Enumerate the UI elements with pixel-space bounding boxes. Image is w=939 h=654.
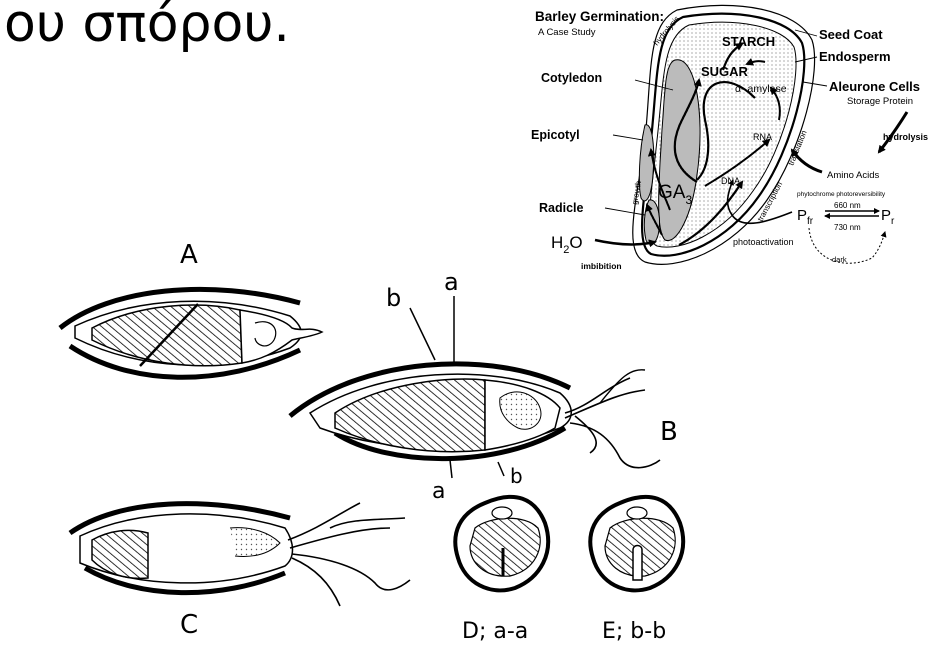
seed-b: [290, 364, 660, 468]
dna-label: DNA: [721, 176, 740, 186]
cross-section-e: [590, 497, 683, 591]
endosperm-label: Endosperm: [819, 49, 891, 64]
pfr-label: Pfr: [797, 207, 814, 227]
label-a-top: a: [444, 268, 459, 296]
sugar-label: SUGAR: [701, 64, 749, 79]
epicotyl-label: Epicotyl: [531, 128, 580, 142]
barley-subtitle: A Case Study: [538, 27, 596, 38]
storage-protein-label: Storage Protein: [847, 96, 913, 107]
seed-a: [60, 289, 322, 377]
radicle-label: Radicle: [539, 201, 584, 215]
alpha-amylase-label: α- amylase: [735, 83, 787, 95]
660nm-label: 660 nm: [834, 201, 861, 210]
slide-title: ου σπόρου.: [4, 0, 290, 54]
cross-section-d: [455, 497, 548, 591]
label-a: A: [180, 240, 198, 270]
phytochrome-label: phytochrome photoreversibility: [797, 191, 886, 198]
amino-acids-label: Amino Acids: [827, 170, 880, 181]
label-b: B: [660, 417, 678, 447]
hydrolysis-right-label: hydrolysis: [883, 132, 928, 142]
aleurone-cells-label: Aleurone Cells: [829, 79, 920, 94]
label-d: D; a-a: [462, 619, 528, 644]
dark-label: dark: [832, 255, 847, 264]
label-e: E; b-b: [602, 619, 666, 644]
seed-sections-drawing: A b a B a b C D; a-a E: [30, 228, 765, 654]
cotyledon-label: Cotyledon: [541, 71, 602, 85]
starch-label: STARCH: [722, 34, 775, 49]
rna-label: RNA: [753, 132, 772, 142]
seed-c: [70, 503, 410, 606]
730nm-label: 730 nm: [834, 223, 861, 232]
label-b-top: b: [386, 284, 401, 312]
barley-title: Barley Germination:: [535, 9, 664, 24]
seed-coat-label: Seed Coat: [819, 27, 883, 42]
pr-label: Pr: [881, 207, 895, 227]
label-c: C: [180, 610, 198, 640]
label-b-bottom: b: [510, 464, 523, 488]
label-a-bottom: a: [432, 479, 445, 504]
